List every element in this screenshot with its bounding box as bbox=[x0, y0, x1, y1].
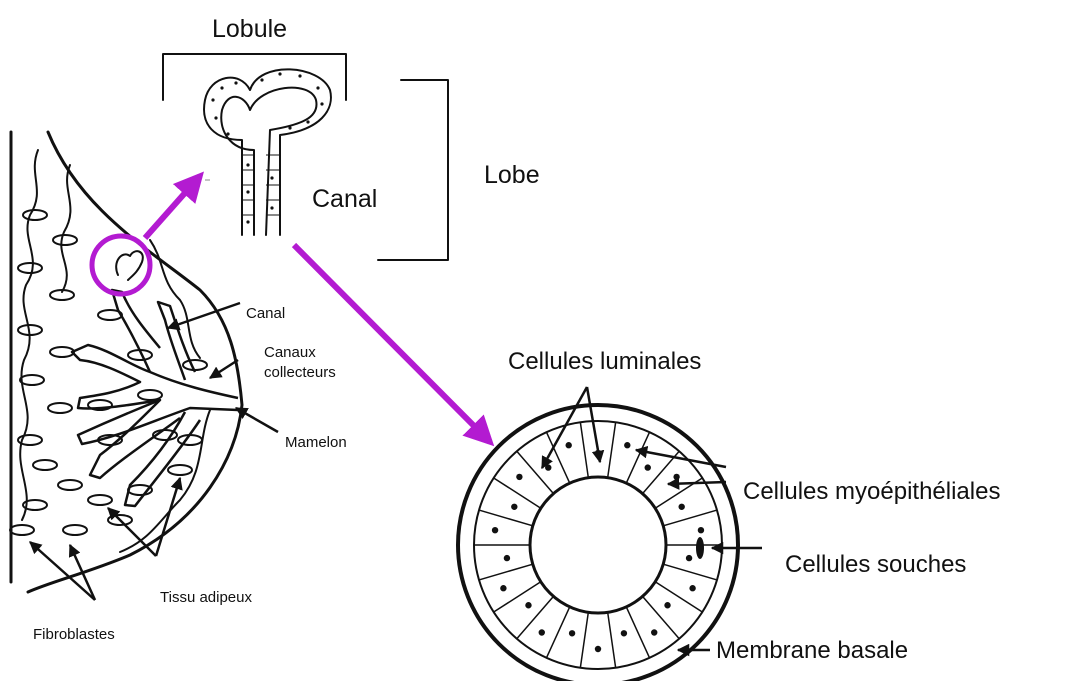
cell-wall bbox=[663, 510, 717, 526]
duct-tree bbox=[72, 290, 238, 506]
cell-wall bbox=[479, 564, 533, 580]
cell-wall bbox=[580, 612, 588, 667]
cell-wall bbox=[608, 422, 616, 477]
label-canal-small: Canal bbox=[246, 305, 285, 322]
label-tissu-adipeux: Tissu adipeux bbox=[160, 589, 252, 606]
stem-cell-nucleus bbox=[696, 537, 704, 559]
cell-wall bbox=[643, 596, 680, 638]
cell-nucleus bbox=[595, 646, 601, 652]
label-mamelon: Mamelon bbox=[285, 434, 347, 451]
cell-nucleus bbox=[500, 585, 506, 591]
cell-nucleus bbox=[525, 602, 531, 608]
cell-nucleus bbox=[621, 630, 627, 636]
cell-wall bbox=[655, 582, 702, 612]
cell-nucleus bbox=[569, 630, 575, 636]
cell-wall bbox=[517, 596, 554, 638]
label-fibroblastes: Fibroblastes bbox=[33, 626, 115, 643]
cell-nucleus bbox=[504, 555, 510, 561]
cell-nucleus bbox=[664, 602, 670, 608]
cell-nucleus bbox=[539, 629, 545, 635]
lobule-detail bbox=[163, 54, 448, 260]
label-membrane-basale: Membrane basale bbox=[716, 637, 908, 664]
cell-nucleus bbox=[698, 527, 704, 533]
cell-wall bbox=[626, 432, 649, 483]
cell-nucleus bbox=[565, 442, 571, 448]
cell-nucleus bbox=[673, 474, 679, 480]
cell-nucleus bbox=[651, 629, 657, 635]
label-cellules-luminales: Cellules luminales bbox=[508, 348, 701, 375]
cell-nucleus bbox=[686, 555, 692, 561]
cell-nucleus bbox=[645, 464, 651, 470]
label-lobe: Lobe bbox=[484, 161, 540, 189]
label-canaux-line2: collecteurs bbox=[264, 364, 336, 381]
breast-side-view bbox=[10, 132, 278, 600]
label-canaux-line1: Canaux bbox=[264, 344, 316, 361]
cell-nucleus bbox=[492, 527, 498, 533]
label-cellules-myoepitheliales: Cellules myoépithéliales bbox=[743, 478, 1000, 505]
label-lobule: Lobule bbox=[212, 15, 287, 43]
cell-nucleus bbox=[689, 585, 695, 591]
label-canal-top: Canal bbox=[312, 185, 377, 213]
magenta-arrows bbox=[145, 176, 490, 442]
cell-nucleus bbox=[624, 442, 630, 448]
cell-wall bbox=[580, 422, 588, 477]
cell-wall bbox=[494, 582, 541, 612]
cell-nucleus bbox=[516, 474, 522, 480]
cell-wall bbox=[546, 607, 569, 658]
cell-wall bbox=[626, 607, 649, 658]
cell-nucleus bbox=[511, 504, 517, 510]
cell-wall bbox=[494, 478, 541, 508]
cell-wall bbox=[663, 564, 717, 580]
cell-wall bbox=[479, 510, 533, 526]
lobule-small bbox=[92, 236, 150, 294]
cell-nucleus bbox=[678, 504, 684, 510]
cell-wall bbox=[608, 612, 616, 667]
cell-nucleus bbox=[545, 464, 551, 470]
label-cellules-souches: Cellules souches bbox=[785, 551, 966, 578]
